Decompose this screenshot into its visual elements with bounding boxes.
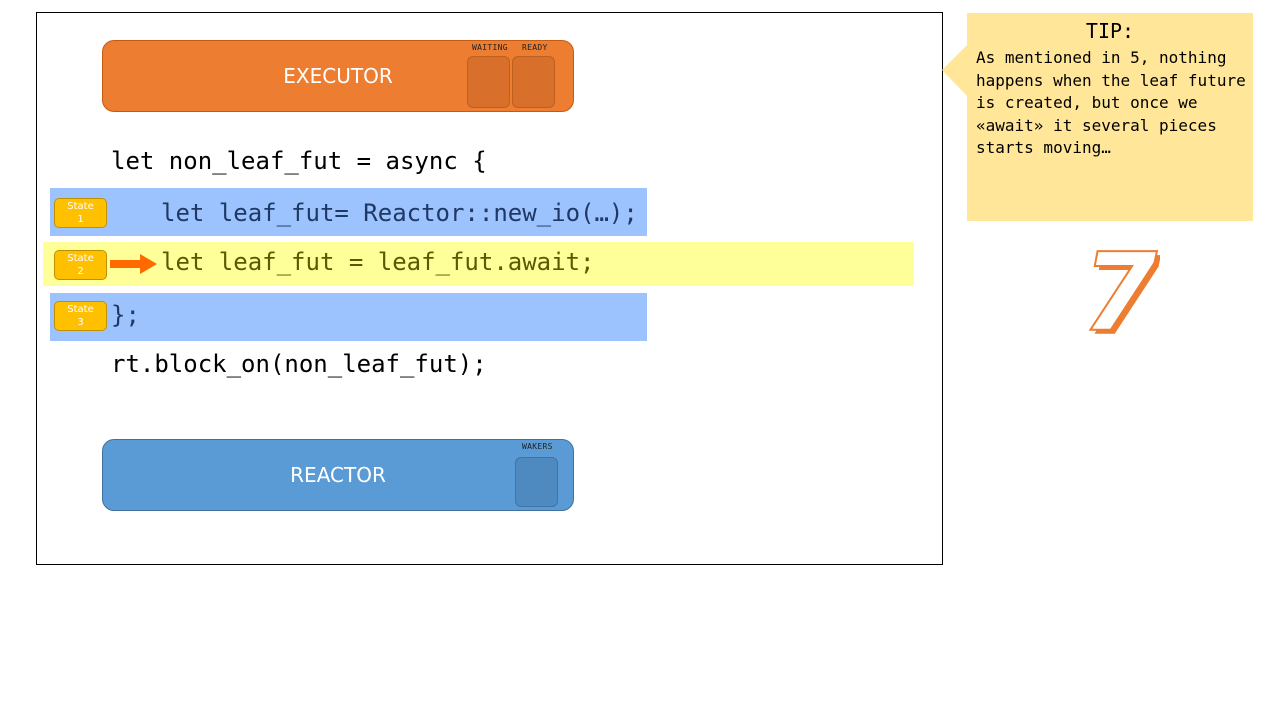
tip-pointer-icon — [942, 44, 968, 97]
state-2-badge-number: 2 — [77, 266, 84, 277]
waiting-slot-title: WAITING — [472, 43, 508, 52]
step-number-text: 7 — [1082, 231, 1157, 348]
code-line-new-io: let leaf_fut= Reactor::new_io(…); — [161, 199, 638, 227]
step-number: 7 7 — [1081, 230, 1160, 348]
wakers-slot-title: WAKERS — [522, 442, 553, 451]
state-1-badge-number: 1 — [77, 214, 84, 225]
state-1-badge: State 1 — [54, 198, 107, 228]
executor-bar: EXECUTOR WAITING READY — [102, 40, 574, 112]
reactor-bar: REACTOR WAKERS — [102, 439, 574, 511]
tip-title: TIP: — [1085, 19, 1135, 43]
current-state-arrow-icon — [110, 254, 157, 274]
state-3-badge: State 3 — [54, 301, 107, 331]
code-line-block-on: rt.block_on(non_leaf_fut); — [111, 350, 487, 378]
tip-text: As mentioned in 5, nothing happens when … — [976, 48, 1246, 157]
ready-slot — [512, 56, 555, 108]
reactor-label: REACTOR — [290, 463, 386, 487]
state-2-badge: State 2 — [54, 250, 107, 280]
ready-slot-title: READY — [522, 43, 548, 52]
state-2-badge-word: State — [67, 253, 94, 264]
state3-band — [50, 293, 647, 341]
executor-label: EXECUTOR — [283, 64, 393, 88]
state-1-badge-word: State — [67, 201, 94, 212]
code-line-async-close: }; — [111, 301, 140, 329]
state1-band — [50, 188, 647, 236]
waiting-slot — [467, 56, 510, 108]
tip-box: TIP: As mentioned in 5, nothing happens … — [967, 13, 1253, 221]
state-3-badge-word: State — [67, 304, 94, 315]
state-3-badge-number: 3 — [77, 317, 84, 328]
code-line-async-open: let non_leaf_fut = async { — [111, 147, 487, 175]
code-line-await: let leaf_fut = leaf_fut.await; — [161, 248, 595, 276]
state2-band — [43, 242, 914, 286]
step-number-shadow: 7 — [1086, 235, 1160, 348]
wakers-slot — [515, 457, 558, 507]
